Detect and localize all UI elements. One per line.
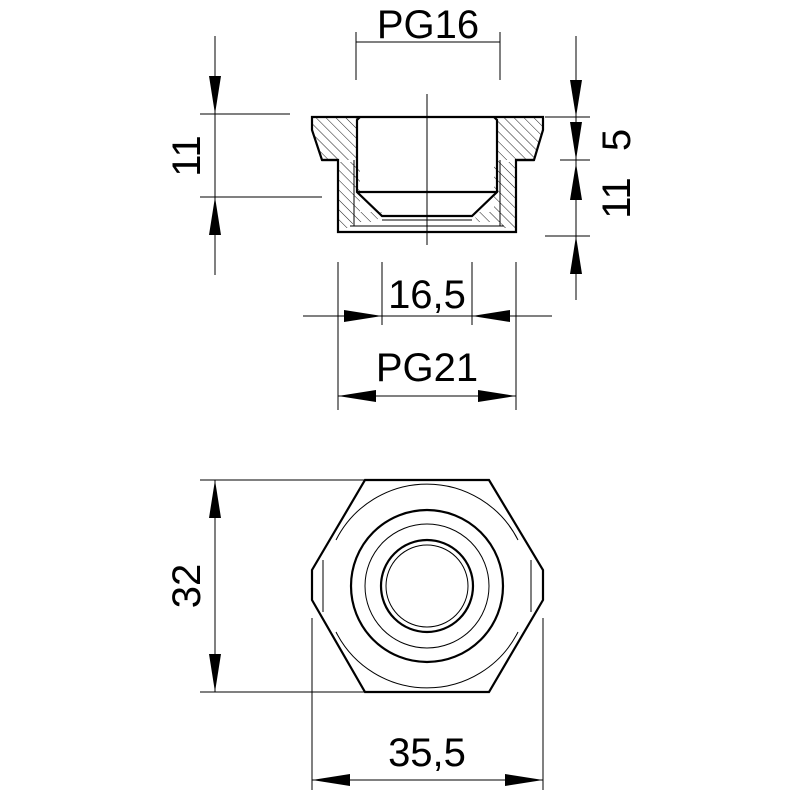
arrow-bore-left: [344, 310, 382, 322]
dim-label-32: 32: [165, 564, 209, 609]
dim-label-body: 11: [595, 177, 639, 219]
arrow-32-bottom: [209, 654, 221, 692]
dim-label-bore: 16,5: [388, 273, 466, 317]
hex-outline: [310, 478, 545, 694]
arrow-32-top: [209, 480, 221, 518]
arrow-11-bottom: [570, 236, 582, 274]
arrow-pg21-right: [478, 390, 516, 402]
bore-circle: [379, 538, 475, 634]
dim-label-pg21: PG21: [376, 346, 478, 390]
side-view: PG16 11 5 11 16,5 PG21: [165, 3, 639, 410]
top-view: 32 35,5: [165, 478, 545, 790]
hex-chamfer-circle: [335, 483, 519, 689]
middle-ring: [364, 523, 490, 649]
section-hatch-right-lower: [500, 162, 516, 228]
section-hatch-left: [312, 117, 382, 222]
arrow-pg21-left: [338, 390, 376, 402]
arrow-bore-right: [472, 310, 510, 322]
arrow-height-bottom: [209, 197, 221, 235]
arrow-height-top: [209, 76, 221, 114]
side-outer-contour: [310, 115, 545, 234]
dim-label-pg16: PG16: [377, 3, 479, 47]
arrow-11-top: [570, 163, 582, 200]
arrow-5-top: [570, 80, 582, 117]
section-hatch-left-lower: [338, 162, 354, 228]
outer-ring: [349, 508, 505, 664]
arrow-355-right: [505, 774, 543, 786]
dim-label-355: 35,5: [388, 731, 466, 775]
arrow-355-left: [312, 774, 350, 786]
section-hatch-right: [472, 117, 543, 222]
inner-bore-circle: [385, 544, 469, 628]
dim-label-height: 11: [165, 135, 209, 177]
arrow-5-bottom: [570, 122, 582, 160]
dim-label-flange: 5: [595, 129, 639, 151]
